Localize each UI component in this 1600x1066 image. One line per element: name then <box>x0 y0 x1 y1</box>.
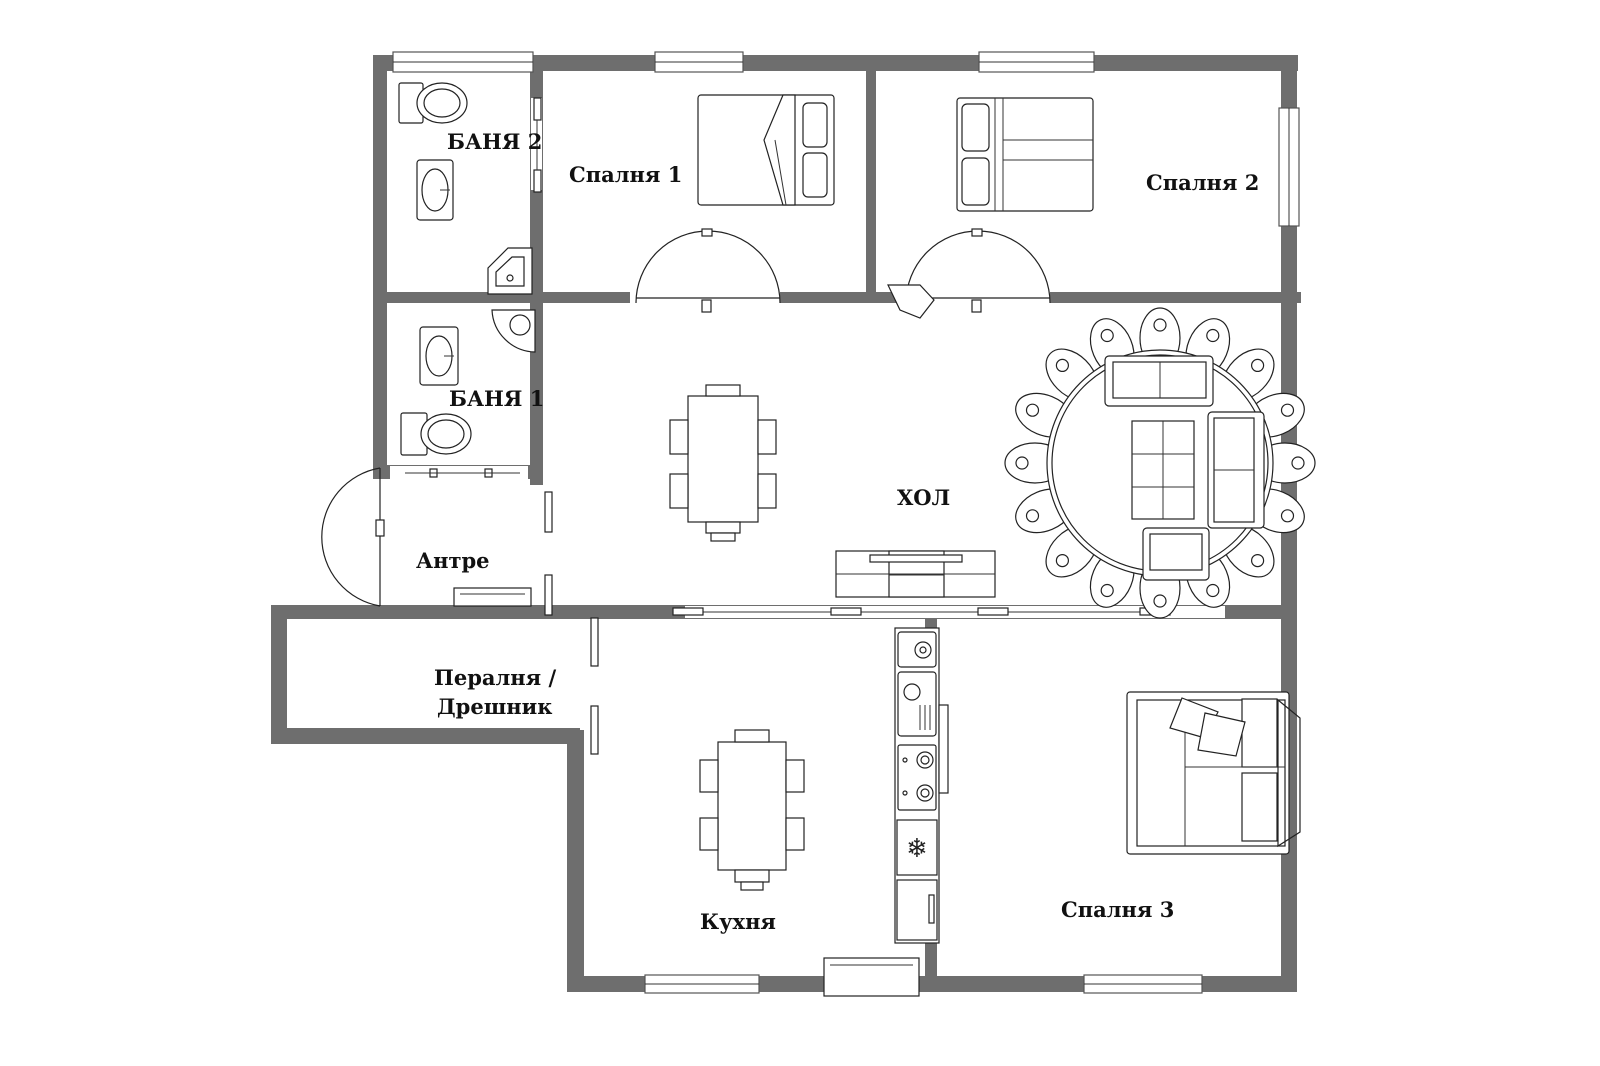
rug-ornament <box>1025 403 1040 417</box>
window-bedroom1 <box>654 51 744 73</box>
dining-table-living <box>669 384 777 542</box>
bed-bedroom1 <box>697 94 835 206</box>
sofa-right <box>1207 411 1265 529</box>
snowflake-icon: ❄ <box>906 834 928 864</box>
cooktop <box>897 744 937 811</box>
shower-bath2 <box>487 247 533 295</box>
rug-ornament <box>1055 358 1070 372</box>
rug-ornament <box>1153 318 1167 332</box>
kitchen-cabinet <box>823 957 920 997</box>
sofa-top <box>1104 355 1214 407</box>
rug-ornament <box>1025 509 1040 523</box>
label-laundry-line2: Дрешник <box>437 694 552 719</box>
rug-ornament <box>1250 553 1265 568</box>
room-labels: БАНЯ 2 Спалня 1 Спалня 2 БАНЯ 1 ХОЛ Антр… <box>416 129 1259 934</box>
label-entrance: Антре <box>416 548 490 573</box>
bath2-fixtures <box>398 82 533 295</box>
oven <box>896 879 938 941</box>
window-kitchen <box>644 974 760 994</box>
door-entrance-right <box>544 491 553 616</box>
tv-stand <box>835 550 996 598</box>
dining-table-kitchen <box>699 729 805 891</box>
door-bath1 <box>405 468 520 478</box>
door-bedroom1 <box>635 228 781 313</box>
kitchen-counter: ❄ <box>894 627 949 944</box>
rug-ornament <box>1100 328 1114 343</box>
label-bedroom2: Спалня 2 <box>1146 170 1259 195</box>
rug-ornament <box>1153 594 1167 608</box>
armchair-bottom <box>1142 527 1210 581</box>
window-bath2 <box>392 51 534 73</box>
rug-ornament <box>1280 403 1295 417</box>
door-bedroom2 <box>887 228 1051 319</box>
sink-kitchen <box>897 631 937 668</box>
label-living: ХОЛ <box>897 485 950 510</box>
shoe-cabinet <box>453 587 532 607</box>
rug-ornament <box>1015 456 1029 470</box>
coffee-table <box>1131 420 1195 520</box>
label-bath1: БАНЯ 1 <box>449 386 544 411</box>
windows <box>392 51 1300 994</box>
label-laundry-line1: Пералня / <box>434 665 556 690</box>
window-bedroom3 <box>1083 974 1203 994</box>
fridge: ❄ <box>896 819 938 876</box>
corner-sink-bath1 <box>491 309 536 353</box>
bed-bedroom2 <box>956 97 1094 212</box>
sink-double <box>897 671 937 737</box>
bath1-fixtures <box>400 309 536 456</box>
sink-bath1 <box>419 326 459 386</box>
door-laundry <box>590 617 599 755</box>
label-kitchen: Кухня <box>700 909 776 934</box>
rug-and-sofa-set <box>1004 307 1316 619</box>
rug-ornament <box>1250 358 1265 372</box>
door-bath2 <box>533 97 542 193</box>
rug-ornament <box>1206 328 1220 343</box>
toilet-bath2 <box>398 82 468 124</box>
doors <box>321 97 1171 755</box>
label-bedroom1: Спалня 1 <box>569 162 682 187</box>
label-bath2: БАНЯ 2 <box>447 129 542 154</box>
bed-bedroom3 <box>1126 691 1301 855</box>
rug-ornament <box>1055 553 1070 568</box>
sliding-doors-living <box>672 607 1171 616</box>
toilet-bath1 <box>400 412 472 456</box>
door-front <box>321 467 385 607</box>
window-bedroom2-side <box>1278 107 1300 227</box>
window-bedroom2 <box>978 51 1095 73</box>
rug-ornament <box>1280 509 1295 523</box>
rug-ornament <box>1100 583 1114 598</box>
rug-ornament <box>1291 456 1305 470</box>
rug-ornament <box>1206 583 1220 598</box>
label-bedroom3: Спалня 3 <box>1061 897 1174 922</box>
sink-bath2 <box>416 159 454 221</box>
